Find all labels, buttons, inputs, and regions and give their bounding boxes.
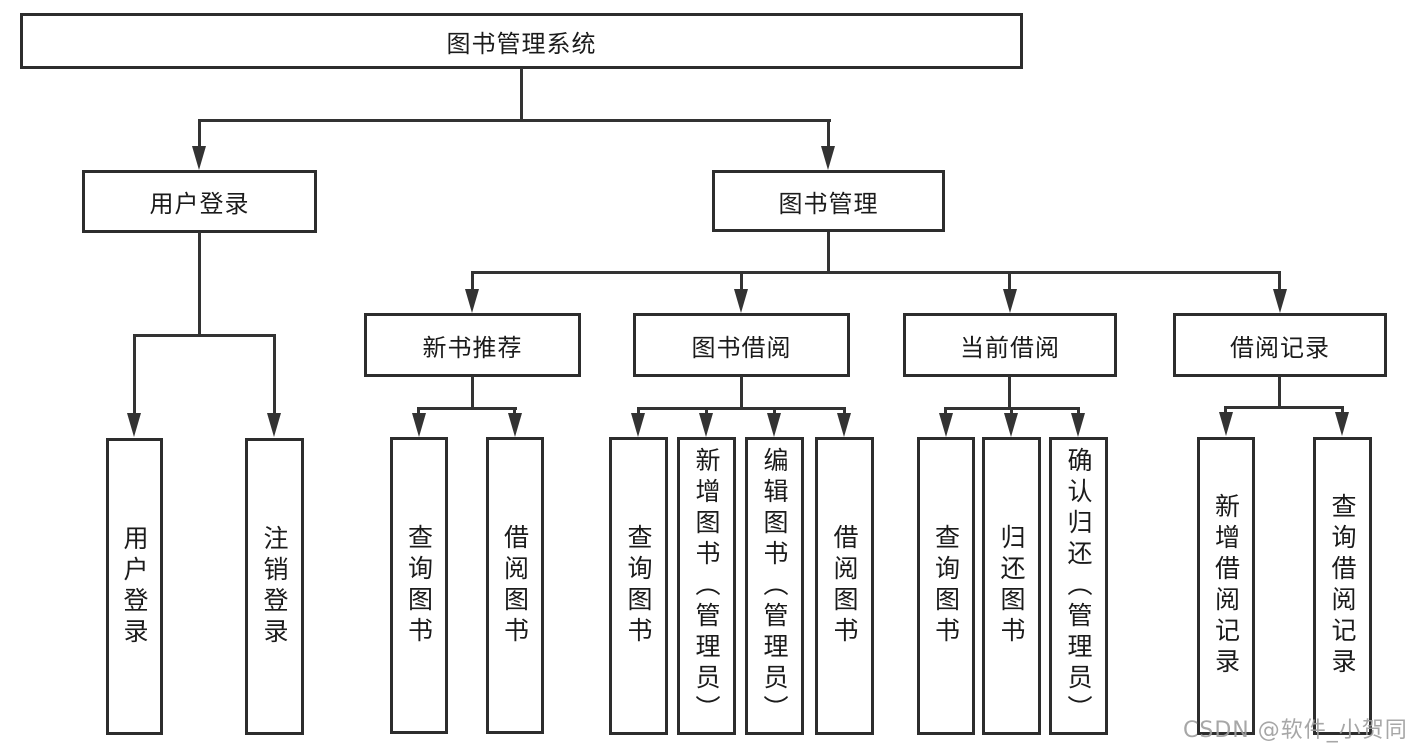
leaf-cb-confirm-return-label: 确认归还（管理员） [1064,446,1093,726]
edge-root-to-book-mgmt [827,119,830,147]
arrowhead-br-add [1219,412,1233,436]
arrowhead-cb-return [1004,413,1018,437]
arrowhead-book-mgmt [821,146,835,170]
arrowhead-current [1003,289,1017,313]
edge-book-mgmt-stem [827,232,830,273]
leaf-nb-query-books: 查询图书 [390,437,448,734]
edge-borrow-stem [740,376,743,409]
edge-user-login-hline [133,334,276,337]
watermark: CSDN @软件_小贺同学 [1183,718,1405,743]
node-root-label: 图书管理系统 [446,29,597,58]
leaf-cb-query-books-label: 查询图书 [931,524,961,648]
node-current-borrow: 当前借阅 [903,313,1117,377]
arrowhead-bb-add [699,413,713,437]
leaf-br-add-record-label: 新增借阅记录 [1211,493,1241,679]
node-book-mgmt: 图书管理 [712,170,945,232]
edge-to-current [1008,271,1011,289]
edge-to-br-query [1341,406,1344,413]
node-current-borrow-label: 当前借阅 [960,333,1060,362]
edge-to-cb-return [1010,407,1013,413]
edge-to-cb-query [944,407,947,413]
arrowhead-nb-borrow [508,413,522,437]
node-book-mgmt-label: 图书管理 [778,189,879,218]
edge-to-nb-borrow [513,407,516,413]
edge-to-cb-confirm [1077,407,1080,413]
arrowhead-user-login [192,146,206,170]
leaf-cb-return-books-label: 归还图书 [997,524,1026,648]
leaf-cb-return-books: 归还图书 [982,437,1041,735]
edge-book-mgmt-hline [471,271,1281,274]
arrowhead-cb-query [939,413,953,437]
arrowhead-nb-query [412,413,426,437]
leaf-bb-edit-books: 编辑图书（管理员） [745,437,804,735]
edge-to-bb-add [705,407,708,413]
edge-root-hline [198,119,831,122]
edge-new-book-stem [471,376,474,409]
arrowhead-bb-borrow [837,413,851,437]
node-borrow-records-label: 借阅记录 [1230,333,1330,362]
leaf-bb-edit-books-label: 编辑图书（管理员） [760,446,789,726]
edge-to-leaf-login [133,334,136,414]
leaf-bb-borrow-books-label: 借阅图书 [830,524,859,648]
leaf-logout: 注销登录 [245,438,304,735]
edge-root-stem [520,68,523,121]
leaf-nb-query-books-label: 查询图书 [404,523,434,648]
edge-to-leaf-logout [273,334,276,414]
leaf-bb-query-books-label: 查询图书 [624,524,653,648]
arrowhead-bb-query [631,413,645,437]
edge-records-stem [1278,376,1281,408]
node-borrow-records: 借阅记录 [1173,313,1387,377]
leaf-cb-query-books: 查询图书 [917,437,975,735]
arrowhead-borrow [734,289,748,313]
edge-new-book-hline [417,407,517,410]
edge-to-bb-borrow [843,407,846,413]
node-new-book-rec: 新书推荐 [364,313,581,377]
edge-borrow-hline [637,407,846,410]
node-new-book-rec-label: 新书推荐 [422,333,523,362]
edge-current-stem [1008,376,1011,409]
leaf-br-query-record-label: 查询借阅记录 [1328,493,1357,679]
node-user-login-label: 用户登录 [149,190,250,218]
node-book-borrow: 图书借阅 [633,313,850,377]
arrowhead-new-book [465,289,479,313]
leaf-bb-add-books-label: 新增图书（管理员） [692,446,721,726]
leaf-br-query-record: 查询借阅记录 [1313,437,1372,735]
edge-to-bb-edit [773,407,776,413]
edge-to-br-add [1224,406,1227,413]
leaf-logout-label: 注销登录 [260,524,289,649]
leaf-user-login-label: 用户登录 [120,524,149,649]
node-user-login: 用户登录 [82,170,317,233]
leaf-nb-borrow-books: 借阅图书 [486,437,544,734]
leaf-bb-add-books: 新增图书（管理员） [677,437,736,735]
edge-to-nb-query [417,407,420,413]
arrowhead-leaf-login [127,413,141,437]
edge-user-login-stem [198,232,201,336]
arrowhead-bb-edit [767,413,781,437]
leaf-nb-borrow-books-label: 借阅图书 [500,523,530,648]
edge-to-bb-query [637,407,640,413]
leaf-user-login: 用户登录 [106,438,163,735]
leaf-cb-confirm-return: 确认归还（管理员） [1049,437,1108,735]
node-root: 图书管理系统 [20,13,1023,69]
leaf-bb-borrow-books: 借阅图书 [815,437,874,735]
node-book-borrow-label: 图书借阅 [691,333,792,362]
edge-records-hline [1224,406,1344,409]
edge-to-records [1278,271,1281,289]
edge-to-new-book [471,271,474,289]
edge-to-borrow [740,271,743,289]
arrowhead-cb-confirm [1071,413,1085,437]
arrowhead-leaf-logout [267,413,281,437]
leaf-bb-query-books: 查询图书 [609,437,668,735]
arrowhead-records [1273,289,1287,313]
edge-root-to-user-login [198,119,201,147]
arrowhead-br-query [1335,412,1349,436]
leaf-br-add-record: 新增借阅记录 [1197,437,1255,735]
